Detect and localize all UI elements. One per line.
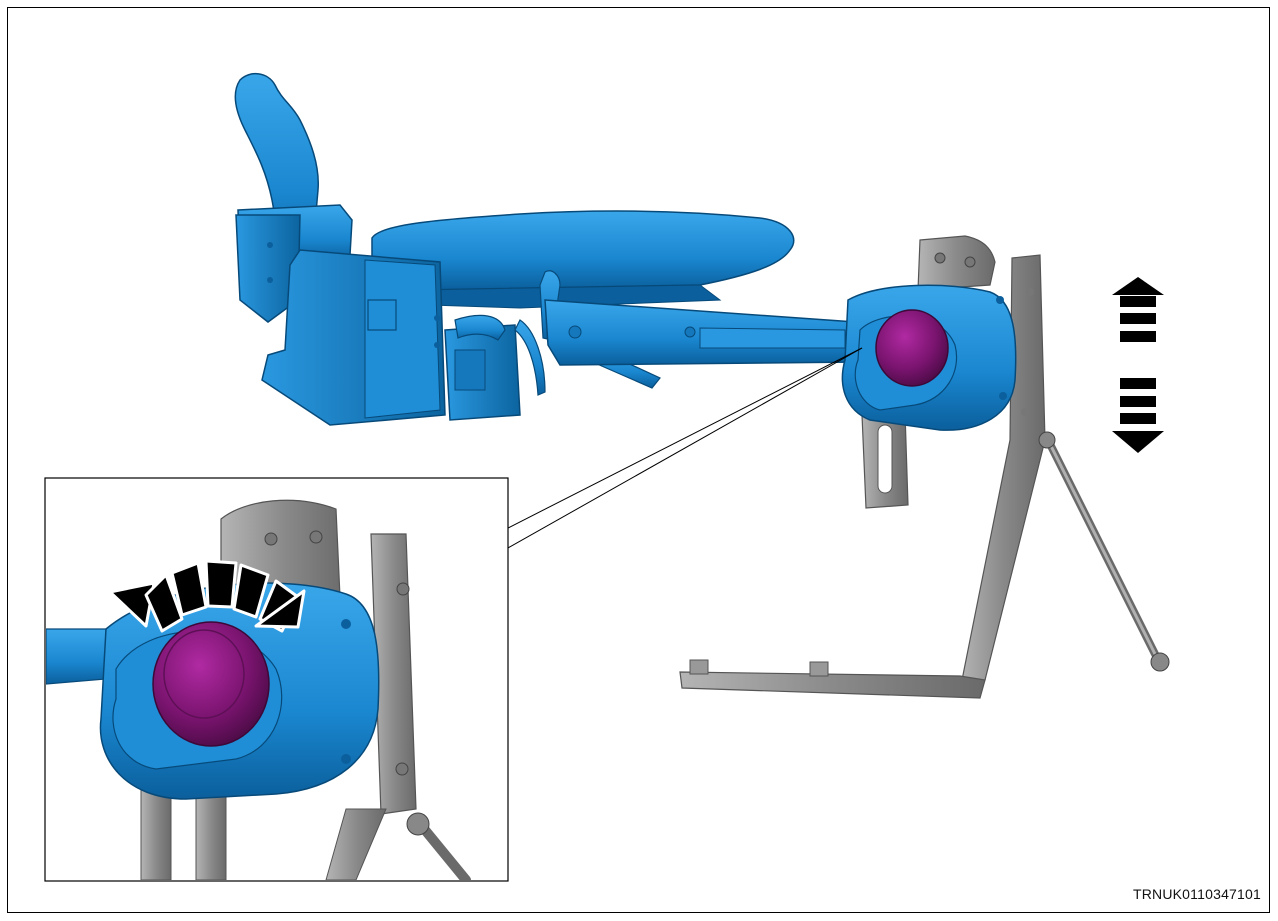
callout-lines (507, 347, 863, 549)
adjust-knob (875, 309, 949, 387)
adjust-knob-detail (152, 621, 270, 747)
reference-code: TRNUK0110347101 (1132, 886, 1261, 902)
arm-bar (544, 299, 861, 366)
figure-frame (7, 7, 1270, 913)
mounting-bracket (679, 235, 1170, 699)
up-down-arrow-icon (1112, 277, 1164, 453)
armrest-pad (371, 210, 795, 309)
detail-inset (44, 477, 509, 882)
armrest-assembly (234, 73, 1170, 699)
control-box (261, 249, 521, 426)
curved-double-arrow-icon (108, 559, 306, 633)
adjust-hub (841, 284, 1017, 431)
joystick (234, 73, 353, 323)
